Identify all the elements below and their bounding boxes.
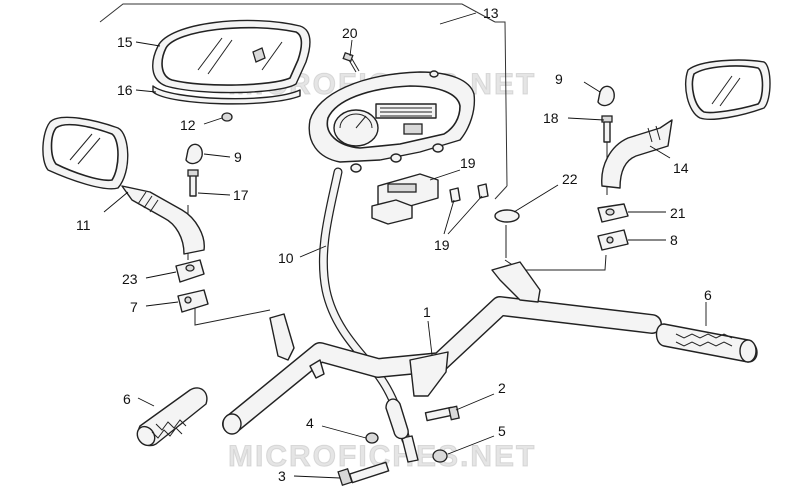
mirror-right (601, 59, 771, 189)
callout-11: 13 (483, 5, 499, 21)
cap-9-right (597, 85, 615, 107)
mirror-left (42, 116, 205, 255)
callout-17: 15 (117, 34, 133, 50)
callout-19-left: 17 (233, 187, 249, 203)
callout-12: 14 (673, 160, 689, 176)
callout-9-left: 9 (234, 149, 242, 165)
screw-19-left (187, 169, 199, 197)
callout-1: 1 (423, 304, 431, 320)
fittings (449, 183, 489, 203)
callout-5: 5 (498, 423, 506, 439)
nut-5 (432, 449, 448, 463)
clamp-8 (597, 229, 629, 251)
callout-18: 16 (117, 82, 133, 98)
watermark-bottom: MICROFICHES.NET (228, 440, 536, 473)
spacer-21 (597, 203, 629, 223)
callout-13: 11 (76, 217, 91, 233)
callout-23: 23 (122, 271, 138, 287)
callout-6-left: 6 (123, 391, 131, 407)
callout-7: 7 (130, 299, 138, 315)
leader-lines (103, 12, 707, 479)
callout-21: 21 (670, 205, 686, 221)
callout-2: 2 (498, 380, 506, 396)
callout-3: 3 (278, 468, 286, 484)
callout-16: 19 (434, 237, 450, 253)
grip-left (136, 387, 208, 447)
speedometer-housing (308, 70, 476, 173)
callout-4: 4 (306, 415, 314, 431)
callout-8: 8 (670, 232, 678, 248)
screw-19-right (601, 115, 613, 143)
spacer-23 (175, 259, 205, 283)
nut-4 (365, 432, 379, 444)
washer-22 (494, 209, 520, 223)
callout-19-right: 18 (543, 110, 559, 126)
callout-9-right: 9 (555, 71, 563, 87)
callout-labels: 15 16 12 9 17 11 23 7 6 20 13 9 18 14 21… (76, 5, 712, 484)
handlebar (222, 261, 662, 440)
clamp-7 (177, 289, 209, 313)
cap-9-left (185, 143, 203, 165)
grip-right (655, 323, 758, 363)
bolt-3 (337, 461, 390, 487)
callout-22: 22 (562, 171, 578, 187)
callout-6-right: 6 (704, 287, 712, 303)
bolt-2 (424, 405, 460, 422)
callout-14: 12 (180, 117, 196, 133)
callout-20: 20 (342, 25, 358, 41)
nut-14 (221, 112, 233, 122)
callout-10: 10 (278, 250, 294, 266)
speedometer-cover (152, 19, 311, 105)
callout-15: 19 (460, 155, 476, 171)
assembly-outline-frame (99, 3, 508, 200)
switch-block (371, 173, 439, 225)
